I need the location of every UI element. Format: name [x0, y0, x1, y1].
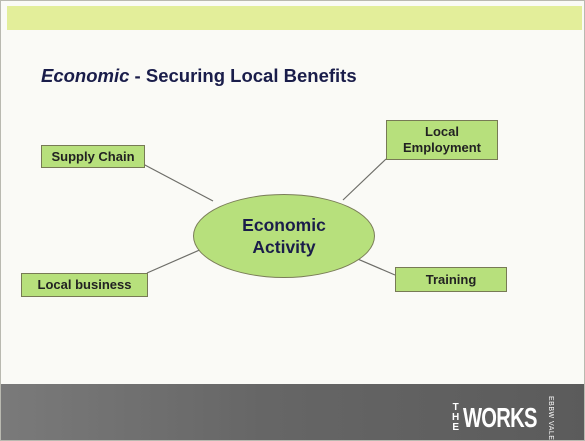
top-band: [7, 6, 582, 30]
node-economic-activity: Economic Activity: [193, 194, 375, 278]
node-training: Training: [395, 267, 507, 292]
node-supply-chain: Supply Chain: [41, 145, 145, 168]
logo-main: WORKS: [462, 402, 537, 434]
title-emphasis: Economic: [41, 65, 130, 86]
node-training-label: Training: [425, 271, 477, 287]
node-local-employment-line1: Local: [425, 124, 459, 139]
center-line1: Economic: [242, 215, 326, 235]
footer-band: [1, 384, 584, 440]
the-works-logo: THE WORKS EBBW VALE: [451, 396, 554, 440]
connector-local-employment: [342, 158, 387, 201]
slide-title: Economic - Securing Local Benefits: [41, 65, 357, 87]
center-line2: Activity: [252, 237, 316, 257]
node-local-employment-line2: Employment: [402, 140, 481, 155]
logo-the: THE: [452, 402, 460, 434]
node-local-employment: Local Employment: [386, 120, 498, 160]
connector-supply-chain: [142, 163, 214, 202]
node-supply-chain-label: Supply Chain: [51, 148, 135, 164]
logo-sub: EBBW VALE: [547, 396, 554, 441]
title-rest: - Securing Local Benefits: [129, 65, 357, 86]
node-local-business: Local business: [21, 273, 148, 297]
node-local-business-label: Local business: [37, 277, 132, 292]
